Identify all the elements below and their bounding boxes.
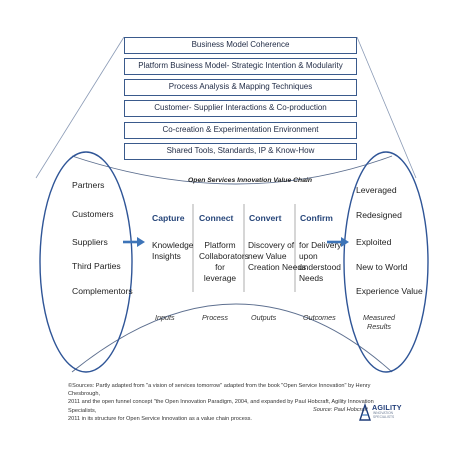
chain-bottom-curve — [71, 303, 393, 373]
logo-subtitle-line: SPECIALISTS — [373, 414, 395, 419]
stage-confirm-body: for Delivery upon understood Needs — [299, 240, 341, 284]
output-item: Leveraged — [356, 185, 397, 195]
stage-body-line: for Delivery — [299, 240, 342, 250]
stage-body-line: Knowledge — [152, 240, 194, 250]
funnel-line-right-top — [356, 36, 417, 179]
stage-body-line: Collaborators — [199, 251, 249, 261]
input-item: Third Parties — [72, 261, 121, 271]
output-item: New to World — [356, 262, 408, 272]
outputs-ellipse — [343, 151, 429, 373]
stage-confirm-heading: Confirm — [300, 213, 333, 223]
logo-subtitle-line: INNOVATION — [373, 411, 394, 415]
layer-process-analysis: Process Analysis & Mapping Techniques — [124, 79, 357, 96]
logo-wordmark: AGILITY — [372, 403, 402, 412]
stage-convert-heading: Convert — [249, 213, 282, 223]
label-inputs: Inputs — [155, 313, 175, 322]
chain-top-curve — [71, 155, 393, 185]
label-results: Results — [367, 322, 391, 331]
layer-platform-business-model: Platform Business Model- Strategic Inten… — [124, 58, 357, 75]
stage-body-line: Needs — [299, 273, 324, 283]
stage-body-line: Insights — [152, 251, 181, 261]
stage-body-line: upon — [299, 251, 318, 261]
stage-body-line: understood — [299, 262, 341, 272]
chain-title: Open Services Innovation Value Chain — [188, 177, 313, 184]
label-outputs: Outputs — [251, 313, 277, 322]
source-line: ©Sources: Partly adapted from "a vision … — [68, 383, 371, 398]
source-note: ©Sources: Partly adapted from "a vision … — [68, 382, 388, 423]
label-outcomes: Outcomes — [303, 313, 336, 322]
input-item: Suppliers — [72, 237, 108, 247]
stage-body-line: new Value — [248, 251, 287, 261]
logo-mark-icon — [359, 403, 371, 421]
source-line: 2011 and the open funnel concept "the Op… — [68, 399, 374, 414]
layer-business-model-coherence: Business Model Coherence — [124, 37, 357, 54]
output-item: Experience Value — [356, 286, 423, 296]
right-arrow-icon — [327, 237, 349, 247]
layer-customer-supplier-interactions: Customer- Supplier Interactions & Co-pro… — [124, 100, 357, 117]
input-item: Complementors — [72, 286, 133, 296]
input-item: Partners — [72, 180, 105, 190]
stage-body-line: Creation Needs — [248, 262, 307, 272]
output-item: Redesigned — [356, 210, 402, 220]
layer-shared-tools: Shared Tools, Standards, IP & Know-How — [124, 143, 357, 160]
label-measured: Measured — [363, 313, 395, 322]
stage-body-line: for leverage — [203, 262, 237, 283]
stage-body-line: Discovery of — [248, 240, 295, 250]
funnel-line-left-top — [35, 36, 125, 179]
stage-capture-heading: Capture — [152, 213, 185, 223]
label-process: Process — [202, 313, 228, 322]
output-item: Exploited — [356, 237, 392, 247]
inputs-ellipse — [39, 151, 133, 373]
input-item: Customers — [72, 209, 114, 219]
agility-logo: AGILITY INNOVATION SPECIALISTS — [358, 402, 410, 422]
stage-body-line: Platform — [204, 240, 236, 250]
stage-connect-body: Platform Collaborators for leverage — [199, 240, 249, 284]
stage-convert-body: Discovery of new Value Creation Needs — [248, 240, 306, 273]
logo-subtitle: INNOVATION SPECIALISTS — [373, 411, 395, 419]
label-measured-results: Measured Results — [361, 313, 397, 331]
source-line: 2011 in its structure for Open Service I… — [68, 415, 252, 422]
source-credit: Source: Paul Hobcraft — [313, 407, 368, 413]
layer-co-creation-environment: Co-creation & Experimentation Environmen… — [124, 122, 357, 139]
stage-connect-heading: Connect — [199, 213, 234, 223]
left-arrow-icon — [123, 237, 145, 247]
stage-capture-body: Knowledge Insights — [152, 240, 193, 262]
